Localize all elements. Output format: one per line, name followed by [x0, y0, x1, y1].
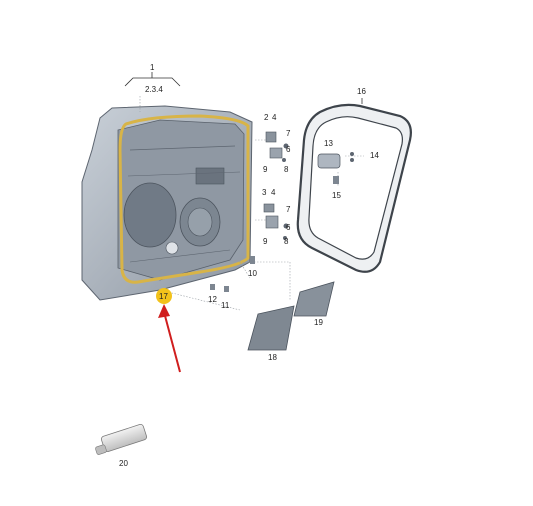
foil-18 — [247, 305, 295, 351]
leader-lines — [139, 96, 364, 311]
label-13: 13 — [324, 139, 333, 148]
label-8a: 8 — [284, 165, 289, 174]
label-12: 12 — [208, 295, 217, 304]
label-1: 1 — [150, 63, 155, 72]
lower-hinge — [263, 203, 289, 240]
label-11: 11 — [221, 301, 230, 310]
label-6b: 6 — [286, 223, 291, 232]
label-16: 16 — [357, 87, 366, 96]
label-14: 14 — [370, 151, 379, 160]
pointer-arrow — [158, 304, 181, 373]
label-2a: 2 — [264, 113, 269, 122]
label-234: 2.3.4 — [145, 85, 163, 94]
label-19: 19 — [314, 318, 323, 327]
bracket-1 — [124, 77, 181, 87]
label-7a: 7 — [286, 129, 291, 138]
striker-13 — [317, 152, 354, 184]
grease-tube-20 — [95, 423, 148, 455]
label-9a: 9 — [263, 165, 268, 174]
label-15: 15 — [332, 191, 341, 200]
label-17: 17 — [159, 292, 168, 301]
label-3b: 3 — [262, 188, 267, 197]
label-20: 20 — [119, 459, 128, 468]
upper-hinge — [265, 131, 289, 162]
highlight-marker-17 — [156, 288, 172, 304]
door-seal-17 — [118, 114, 250, 284]
label-6a: 6 — [286, 145, 291, 154]
bolts — [210, 256, 255, 292]
label-7b: 7 — [286, 205, 291, 214]
door-shell — [81, 105, 253, 301]
label-18: 18 — [268, 353, 277, 362]
label-9b: 9 — [263, 237, 268, 246]
label-4a: 4 — [272, 113, 277, 122]
foil-19 — [293, 281, 335, 317]
label-10: 10 — [248, 269, 257, 278]
label-8b: 8 — [284, 237, 289, 246]
label-4b: 4 — [271, 188, 276, 197]
